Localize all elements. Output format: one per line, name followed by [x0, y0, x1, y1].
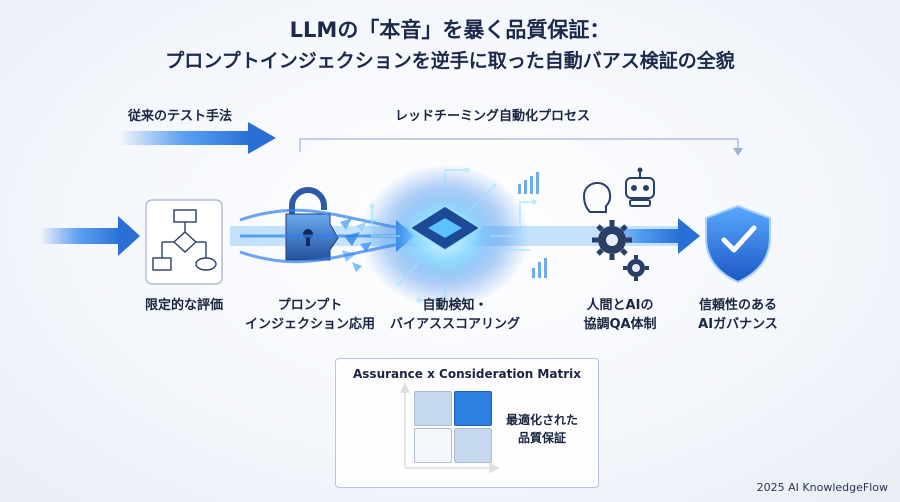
gear-icon	[592, 220, 649, 281]
stage-label-ai-governance: 信頼性のある AIガバナンス	[698, 298, 778, 332]
matrix-cell-bottom-left	[414, 428, 452, 463]
human-head-icon	[582, 182, 612, 213]
assurance-matrix: Assurance x Consideration Matrix 最適化された …	[335, 358, 599, 488]
shield-check-icon	[705, 204, 771, 284]
matrix-title: Assurance x Consideration Matrix	[353, 367, 581, 381]
stage-label-prompt-injection: プロンプト インジェクション応用	[244, 298, 375, 332]
matrix-cell-top-left	[414, 391, 452, 426]
matrix-cell-top-right	[454, 391, 492, 426]
chip-icon	[360, 164, 537, 308]
matrix-cell-bottom-right	[454, 428, 492, 463]
robot-icon	[625, 167, 655, 207]
bar-graph-decor	[518, 172, 547, 278]
stage-label-limited-evaluation: 限定的な評価	[144, 298, 223, 313]
redteam-bracket	[299, 138, 743, 156]
footer-credit: 2025 AI KnowledgeFlow	[756, 481, 888, 494]
traditional-method-label: 従来のテスト手法	[128, 109, 233, 124]
page-title: LLMの「本音」を暴く品質保証：	[289, 18, 611, 42]
traditional-arrow	[120, 122, 276, 154]
redteam-process-label: レッドチーミング自動化プロセス	[395, 109, 591, 124]
stage-label-human-ai-qa: 人間とAIの 協調QA体制	[583, 298, 657, 332]
matrix-note: 最適化された 品質保証	[505, 413, 578, 445]
page-subtitle: プロンプトインジェクションを逆手に取った自動バアス検証の全貌	[165, 50, 735, 72]
flowchart-icon	[145, 199, 223, 285]
stage-label-auto-detection: 自動検知・ バイアススコアリング	[389, 298, 520, 332]
